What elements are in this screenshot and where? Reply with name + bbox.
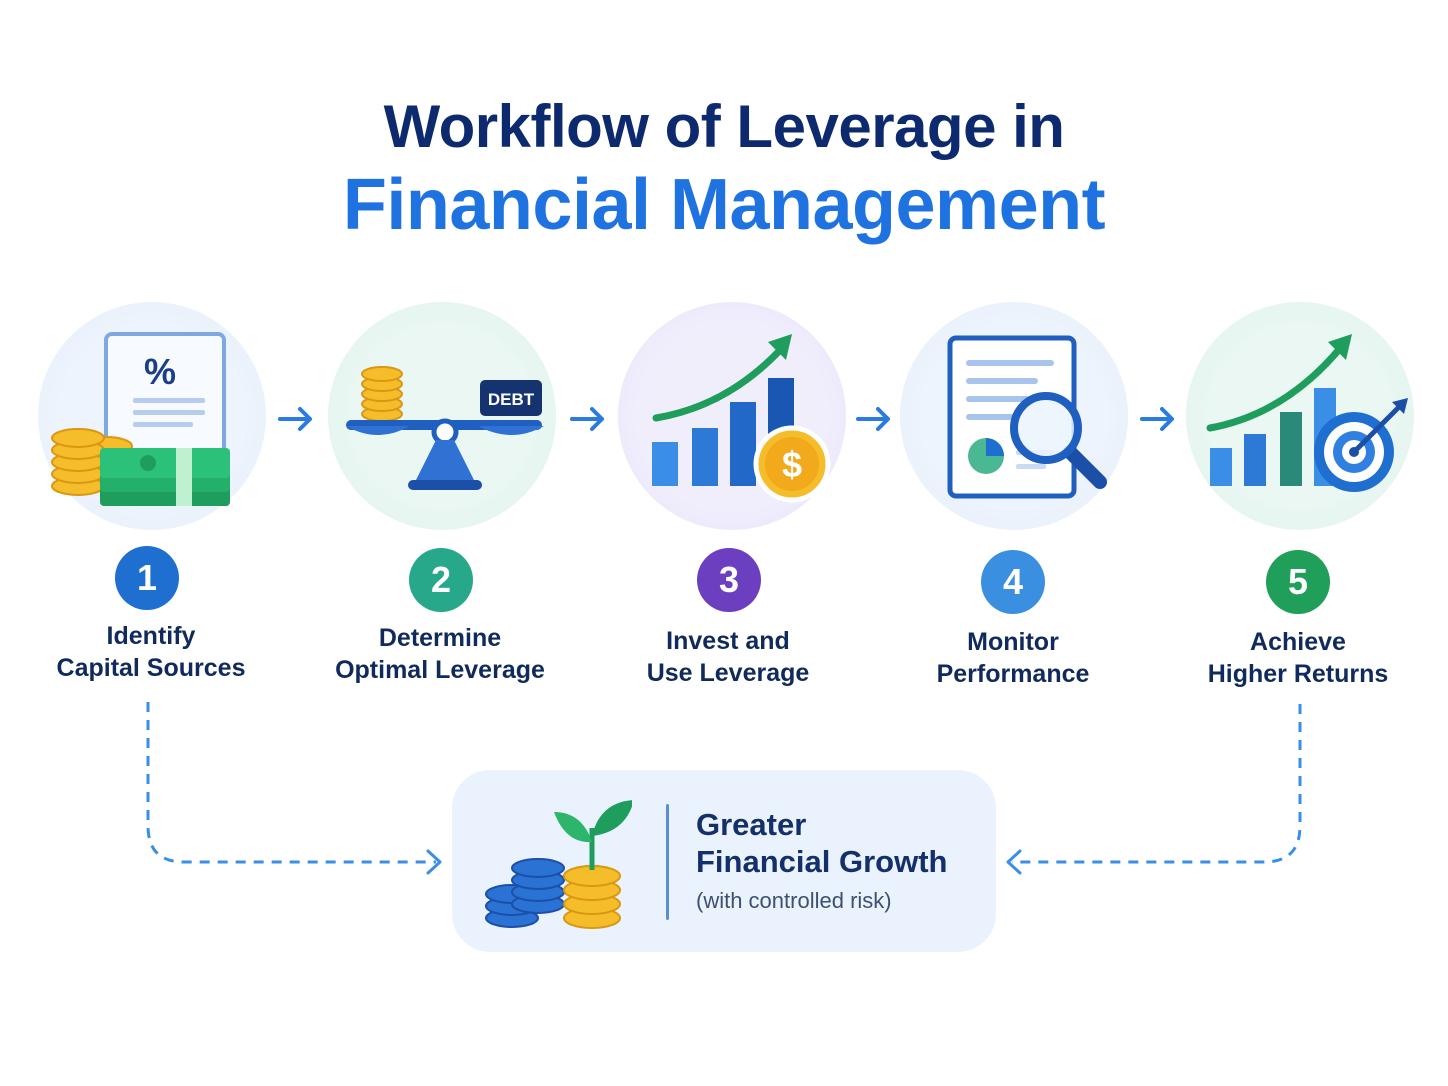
balance-scale-icon: DEBT (346, 366, 544, 490)
outcome-divider (666, 804, 669, 920)
growth-chart-dollar-icon: $ (652, 334, 831, 503)
right-connector-arrowhead (1006, 849, 1022, 875)
outcome-subtitle: (with controlled risk) (696, 888, 892, 913)
step-1-label: Identify Capital Sources (11, 620, 291, 684)
step-2-circle: DEBT (328, 302, 556, 530)
title-line-2: Financial Management (342, 165, 1106, 245)
step-1-circle: % (38, 302, 266, 530)
step-4-label-line1: Monitor (967, 628, 1059, 656)
outcome-box: Greater Financial Growth (with controlle… (452, 770, 996, 952)
step-4-circle (900, 302, 1128, 530)
step-2-label-line2: Optimal Leverage (335, 656, 545, 684)
step-5-badge: 5 (1266, 550, 1330, 614)
step-3-label: Invest and Use Leverage (588, 625, 868, 689)
debt-tag: DEBT (488, 390, 535, 409)
step-3-badge: 3 (697, 548, 761, 612)
step-4-label-line2: Performance (936, 660, 1090, 688)
step-1-badge: 1 (115, 546, 179, 610)
step-5-label: Achieve Higher Returns (1158, 626, 1438, 690)
outcome-title: Greater Financial Growth (696, 806, 947, 880)
title-line-1: Workflow of Leverage in (383, 93, 1065, 160)
outcome-title-line2: Financial Growth (696, 844, 948, 879)
arrow-right-icon (1140, 407, 1174, 431)
left-dashed-connector (146, 702, 436, 864)
step-2-label-line1: Determine (378, 624, 502, 652)
step-4-label: Monitor Performance (873, 626, 1153, 690)
step-5-label-line1: Achieve (1250, 628, 1346, 656)
step-3-circle: $ (618, 302, 846, 530)
arrow-right-icon (856, 407, 890, 431)
step-1-label-line1: Identify (106, 622, 196, 650)
percent-symbol: % (144, 351, 176, 392)
right-dashed-connector (1012, 704, 1302, 864)
step-3-label-line1: Invest and (666, 627, 790, 655)
outcome-title-line1: Greater (696, 807, 807, 842)
report-magnifier-icon (947, 335, 1107, 499)
step-5-label-line2: Higher Returns (1207, 660, 1389, 688)
arrow-right-icon (278, 407, 312, 431)
dollar-symbol: $ (782, 444, 802, 485)
coins-sprout-icon (485, 800, 632, 929)
step-5-circle (1186, 302, 1414, 530)
step-2-badge: 2 (409, 548, 473, 612)
step-3-label-line2: Use Leverage (646, 659, 810, 687)
step-4-badge: 4 (981, 550, 1045, 614)
step-1-label-line2: Capital Sources (56, 654, 246, 682)
left-connector-arrowhead (426, 849, 442, 875)
capital-sources-icon: % (51, 332, 230, 506)
step-2-label: Determine Optimal Leverage (300, 622, 580, 686)
growth-chart-target-icon (1206, 334, 1408, 492)
arrow-right-icon (570, 407, 604, 431)
